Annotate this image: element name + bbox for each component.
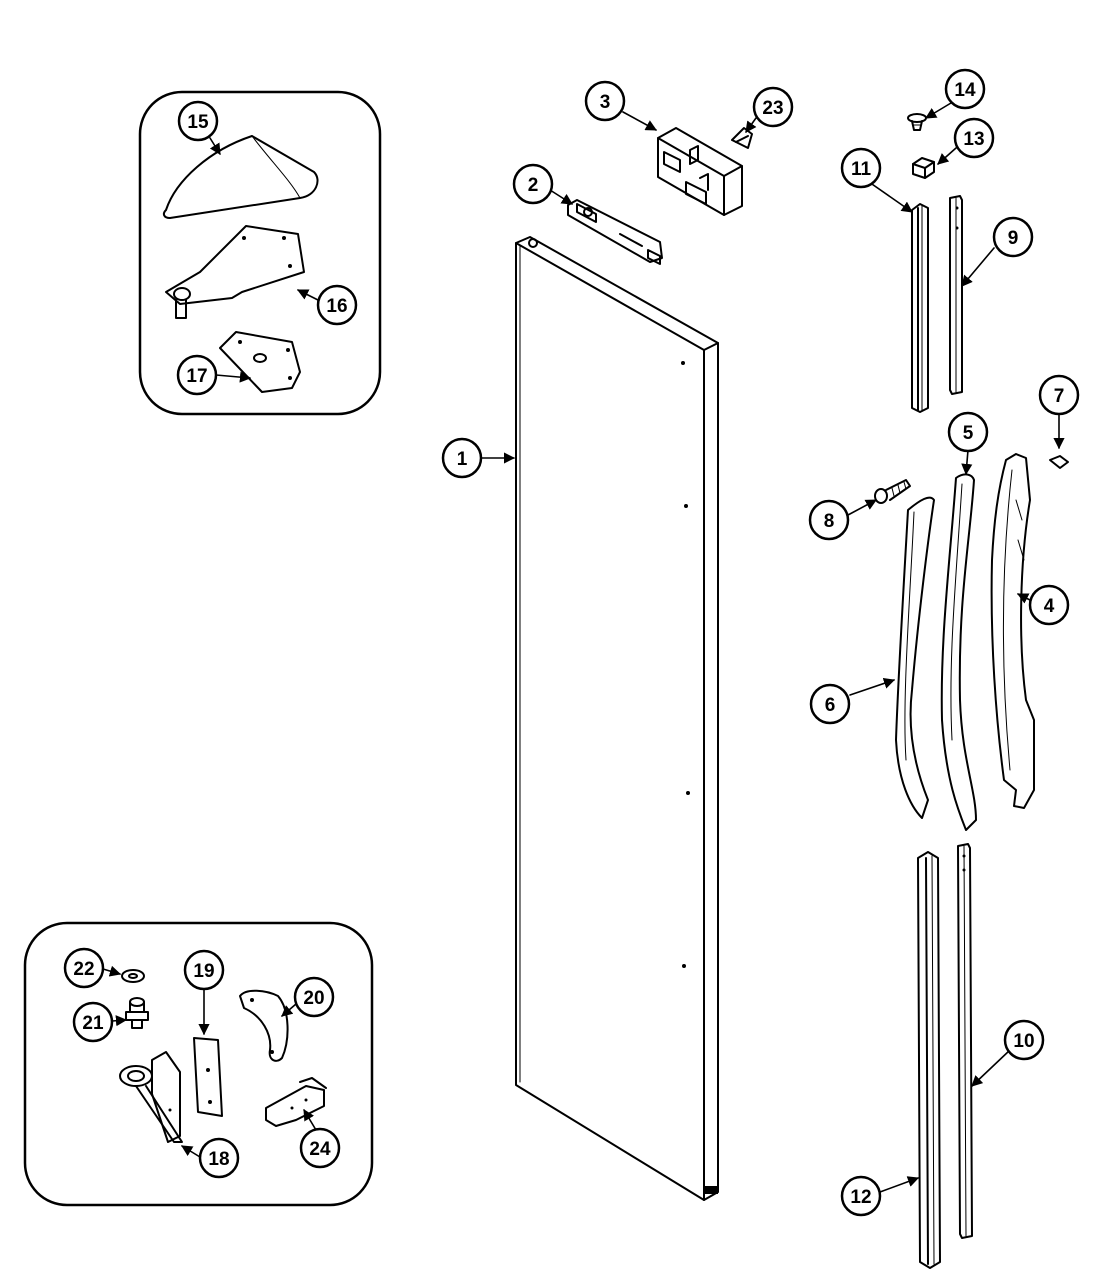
hinge-cover-part <box>162 135 319 219</box>
nut-part <box>912 157 935 179</box>
callout-18-label: 18 <box>208 1149 229 1170</box>
bottom-plate-part <box>193 1037 223 1117</box>
callout-12-label: 12 <box>850 1187 871 1208</box>
callout-23: 23 <box>752 86 794 128</box>
cap-block-part <box>657 127 743 216</box>
callout-7-label: 7 <box>1054 386 1065 407</box>
callout-6-label: 6 <box>825 695 836 716</box>
bracket-part <box>265 1077 327 1127</box>
top-bracket-part <box>567 199 663 265</box>
callout-15: 15 <box>177 100 219 142</box>
callout-13: 13 <box>953 117 995 159</box>
corner-bracket-part <box>239 989 289 1062</box>
callout-5-label: 5 <box>963 423 974 444</box>
screw-part <box>874 479 911 504</box>
bottom-hinge-part <box>119 1051 183 1143</box>
clip-part <box>731 127 753 149</box>
callout-4: 4 <box>1028 584 1070 626</box>
callout-22: 22 <box>63 947 105 989</box>
top-hinge-plate-part <box>165 225 305 319</box>
callout-18: 18 <box>198 1137 240 1179</box>
callout-17: 17 <box>176 354 218 396</box>
callout-9-label: 9 <box>1008 228 1019 249</box>
callout-9: 9 <box>992 216 1034 258</box>
callout-4-label: 4 <box>1044 596 1055 617</box>
callout-10: 10 <box>1003 1019 1045 1061</box>
callout-23-label: 23 <box>762 98 783 119</box>
callout-3: 3 <box>584 80 626 122</box>
callout-2: 2 <box>512 163 554 205</box>
callout-21-label: 21 <box>82 1013 104 1034</box>
door-panel-part <box>515 236 719 1201</box>
callout-19-label: 19 <box>193 961 214 982</box>
handle-gasket-part <box>895 496 935 819</box>
small-screw-part <box>907 113 927 131</box>
door-handle-part <box>990 453 1035 809</box>
callout-5: 5 <box>947 411 989 453</box>
hinge-pin-part <box>125 997 149 1029</box>
inset-panel-bottom-hinge <box>23 921 374 1207</box>
washer-part <box>121 969 145 983</box>
callout-11-label: 11 <box>851 159 872 180</box>
lower-strip-part <box>957 843 973 1239</box>
callout-17-label: 17 <box>186 366 207 387</box>
callout-20-label: 20 <box>303 988 324 1009</box>
callout-8-label: 8 <box>824 511 835 532</box>
callout-21: 21 <box>72 1001 114 1043</box>
callout-12: 12 <box>840 1175 882 1217</box>
callout-3-label: 3 <box>600 92 611 113</box>
callout-19: 19 <box>183 949 225 991</box>
callout-1: 1 <box>441 437 483 479</box>
callout-16: 16 <box>316 284 358 326</box>
callout-15-label: 15 <box>187 112 209 133</box>
fastener-part <box>1049 455 1069 469</box>
upper-trim-channel-part <box>911 203 929 413</box>
lower-trim-channel-part <box>917 851 941 1269</box>
callout-8: 8 <box>808 499 850 541</box>
callout-13-label: 13 <box>963 129 984 150</box>
callout-24: 24 <box>299 1127 341 1169</box>
callout-7: 7 <box>1038 374 1080 416</box>
handle-insert-part <box>940 473 977 831</box>
callout-1-label: 1 <box>457 449 468 470</box>
callout-24-label: 24 <box>309 1139 331 1160</box>
callout-6: 6 <box>809 683 851 725</box>
callout-16-label: 16 <box>326 296 347 317</box>
upper-strip-part <box>949 195 963 395</box>
callout-14: 14 <box>944 68 986 110</box>
callout-10-label: 10 <box>1013 1031 1034 1052</box>
inset-panel-top-hinge <box>138 90 382 416</box>
hinge-shim-part <box>219 331 301 393</box>
callout-14-label: 14 <box>954 80 976 101</box>
callout-2-label: 2 <box>528 175 539 196</box>
leader-lines <box>102 99 1065 1193</box>
callout-11: 11 <box>840 147 882 189</box>
callout-22-label: 22 <box>73 959 94 980</box>
callout-20: 20 <box>293 976 335 1018</box>
